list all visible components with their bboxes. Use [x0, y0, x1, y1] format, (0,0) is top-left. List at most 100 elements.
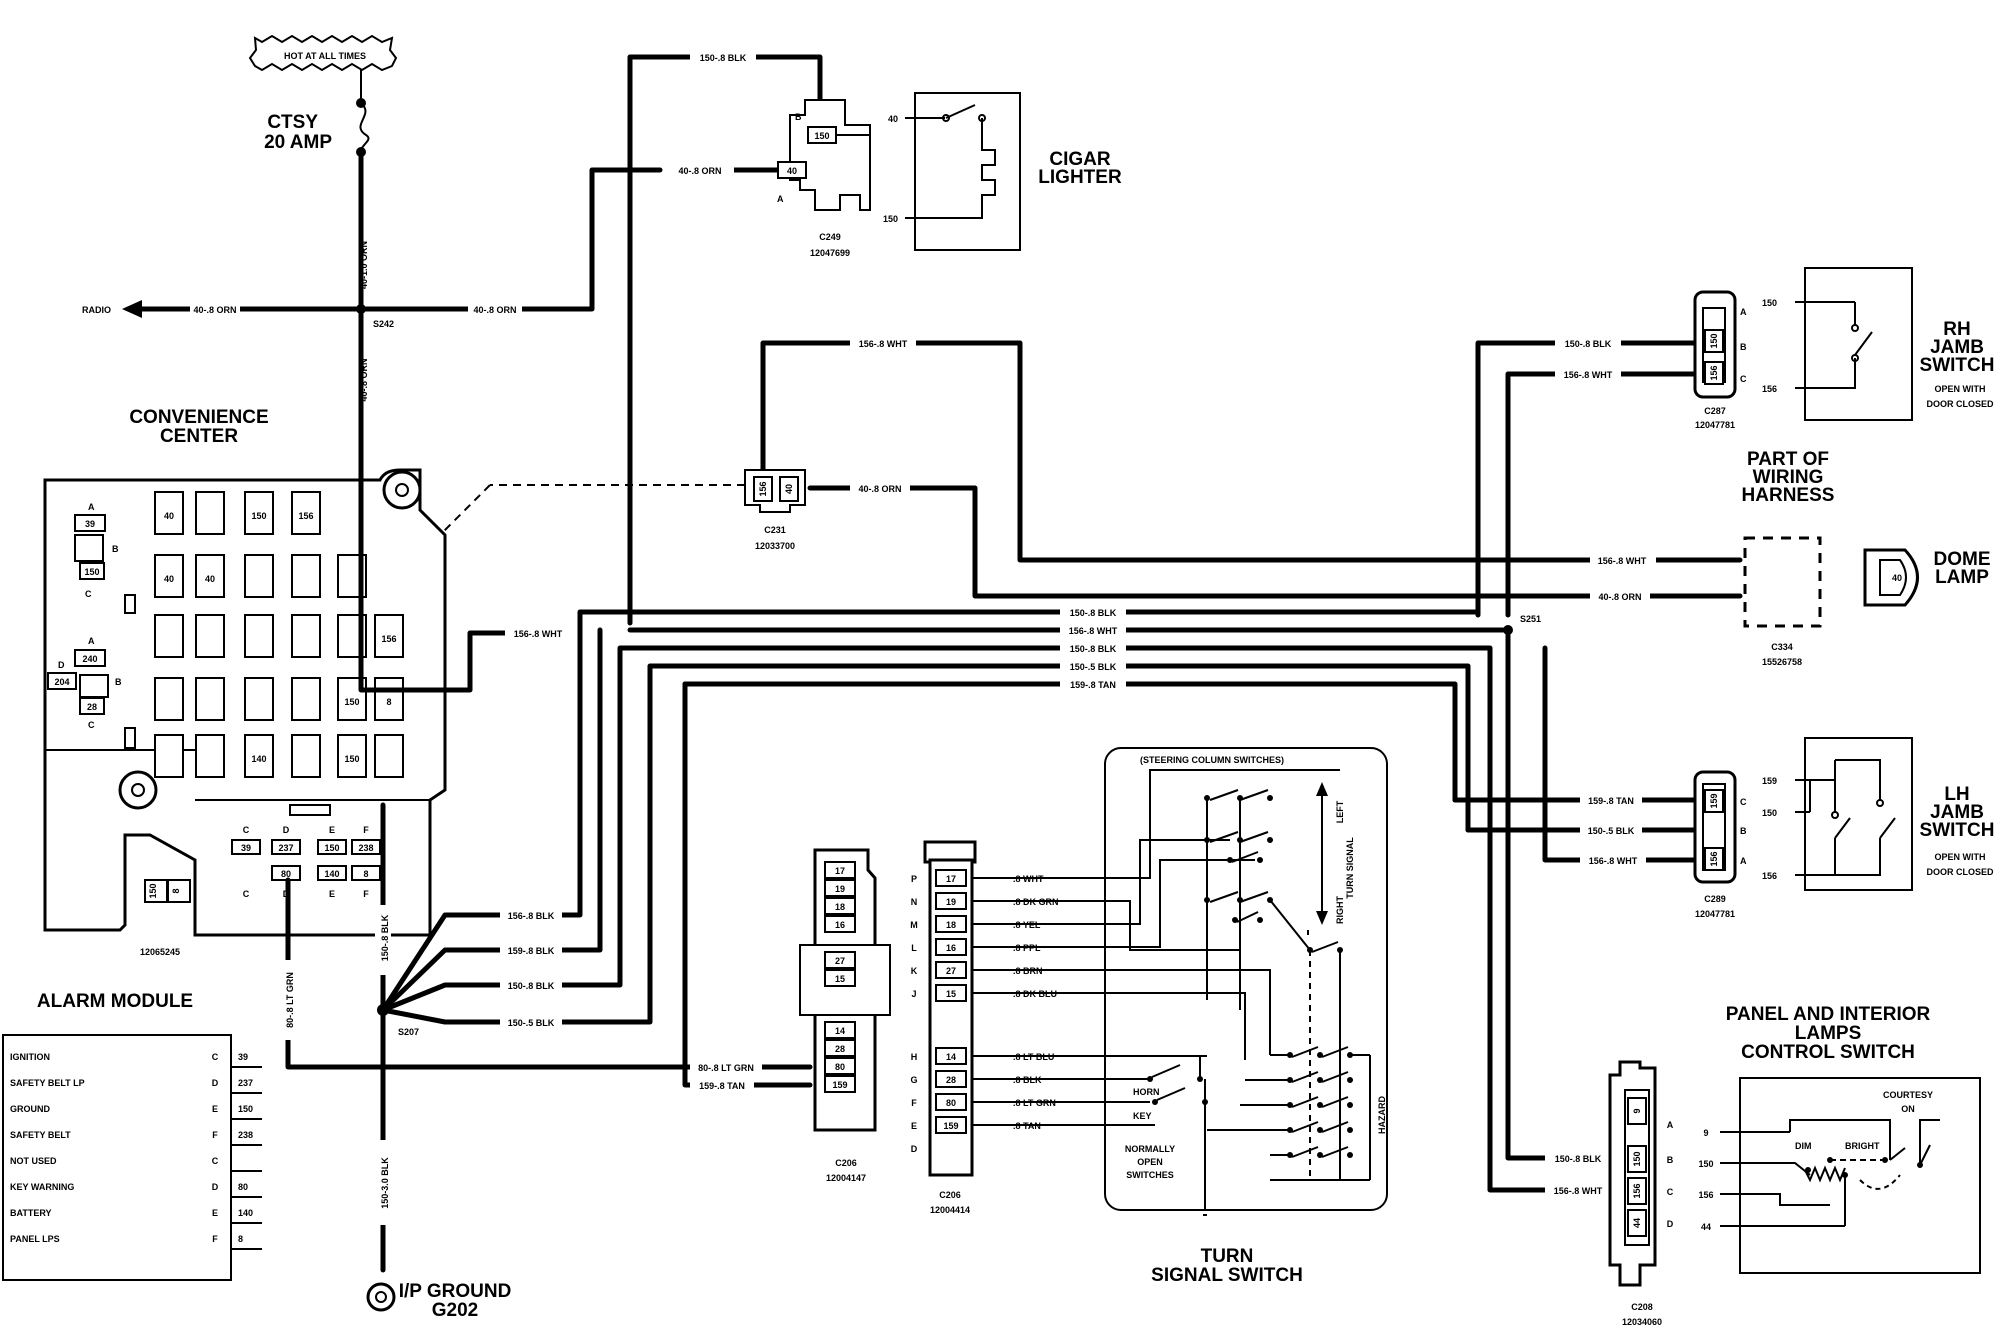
alarm-row-name: NOT USED	[10, 1156, 57, 1166]
cc-title-2: CENTER	[160, 426, 238, 447]
c289-name: C289	[1704, 894, 1726, 904]
c206a-cell: 16	[835, 920, 845, 930]
wire-label: 40-.8 ORN	[1598, 592, 1641, 602]
courtesy-label-2: ON	[1901, 1104, 1915, 1114]
wire-label: 156-.8 WHT	[1589, 856, 1638, 866]
harness-title-1: PART OF	[1747, 449, 1829, 470]
wire-label: 156-.8 WHT	[1554, 1186, 1603, 1196]
normally-open-label-1: NORMALLY	[1125, 1144, 1175, 1154]
alarm-row-circuit: 39	[238, 1052, 248, 1062]
c249-pin-a: A	[777, 194, 784, 204]
turn-signal-label: TURN SIGNAL	[1345, 837, 1355, 899]
wire-label: 150-.8 BLK	[1565, 339, 1612, 349]
wire-label: 80-.8 LT GRN	[698, 1063, 754, 1073]
c206b-cell: 27	[946, 966, 956, 976]
connector-c289: 159 156 C B A C289 12047781	[1693, 770, 1747, 919]
wire-label: 40-.8 ORN	[678, 166, 721, 176]
wire-label: 40-.8 ORN	[858, 484, 901, 494]
c206b-cell: 17	[946, 874, 956, 884]
wire-label: 150-.5 BLK	[508, 1018, 555, 1028]
cc-letter: A	[88, 636, 95, 646]
c206b-cell: 159	[943, 1121, 958, 1131]
panel-circuit: 150	[1698, 1159, 1713, 1169]
c231-cell-40: 40	[784, 484, 794, 494]
panel-circuit: 44	[1701, 1222, 1711, 1232]
cc-cell-240: 240	[82, 654, 97, 664]
c206b-letter: H	[911, 1052, 918, 1062]
panel-title-1: PANEL AND INTERIOR	[1726, 1004, 1931, 1025]
wire-label: 156-.8 WHT	[1564, 370, 1613, 380]
c206b-cell: 28	[946, 1075, 956, 1085]
cigar-terminal-40: 40	[888, 114, 898, 124]
ctsy-fuse: CTSY 20 AMP	[264, 70, 370, 157]
rh-jamb-switch: 150 156 RH JAMB SWITCH OPEN WITH DOOR CL…	[1762, 267, 1995, 421]
c206b-name: C206	[939, 1190, 961, 1200]
right-label: RIGHT	[1335, 896, 1345, 925]
rh-note-2: DOOR CLOSED	[1926, 399, 1994, 409]
fuse-block: 40 40 40 150 156 156 150 8 150 140	[154, 491, 404, 778]
c206b-cell: 14	[946, 1052, 956, 1062]
turn-signal-contacts	[1204, 789, 1343, 1180]
c206b-letter: F	[911, 1098, 917, 1108]
cc-letter: C	[88, 720, 95, 730]
c289-pin-c: C	[1740, 797, 1747, 807]
direction-arrows: LEFT TURN SIGNAL RIGHT	[1316, 782, 1355, 925]
fuse-label: 156	[298, 511, 313, 521]
c206-wire: .8 PPL	[1013, 943, 1041, 953]
c208-pin: B	[1667, 1155, 1674, 1165]
alarm-row-pin: D	[212, 1182, 219, 1192]
hazard-contacts: HAZARD	[1207, 1010, 1387, 1181]
rh-title-3: SWITCH	[1920, 355, 1995, 376]
alarm-row-name: KEY WARNING	[10, 1182, 74, 1192]
c206-wire: .8 YEL	[1013, 920, 1041, 930]
c231-name: C231	[764, 525, 786, 535]
harness-title-2: WIRING	[1753, 467, 1824, 488]
harness-title-3: HARNESS	[1742, 485, 1835, 506]
cc-bottom-letter: C	[243, 889, 250, 899]
fuse-label: 40	[205, 574, 215, 584]
cc-letter: B	[115, 677, 122, 687]
panel-lamps-switch: PANEL AND INTERIOR LAMPS CONTROL SWITCH …	[1698, 1004, 1981, 1274]
wire-label: 150-.5 BLK	[1070, 662, 1117, 672]
courtesy-label-1: COURTESY	[1883, 1090, 1933, 1100]
cc-title-1: CONVENIENCE	[129, 407, 268, 428]
hot-at-all-times-label: HOT AT ALL TIMES	[248, 34, 398, 72]
c206a-cell: 28	[835, 1044, 845, 1054]
c289-pin-a: A	[1740, 856, 1747, 866]
alarm-row-name: SAFETY BELT	[10, 1130, 71, 1140]
fuse-label: 40	[164, 574, 174, 584]
ground-title-1: I/P GROUND	[399, 1281, 512, 1302]
wire-label: 80-.8 LT GRN	[285, 972, 295, 1028]
cc-bottom-cell: 238	[358, 843, 373, 853]
dome-cell: 40	[1892, 573, 1902, 583]
c206b-cell: 80	[946, 1098, 956, 1108]
c287-cell-150: 150	[1709, 333, 1719, 348]
c206a-cell: 18	[835, 902, 845, 912]
hot-at-all-times-text: HOT AT ALL TIMES	[284, 51, 366, 61]
alarm-row-name: IGNITION	[10, 1052, 50, 1062]
cc-letter: A	[88, 502, 95, 512]
c206b-cell: 15	[946, 989, 956, 999]
wire-label: 150-.8 BLK	[700, 53, 747, 63]
c206a-cell: 159	[832, 1080, 847, 1090]
c206a-cell: 80	[835, 1062, 845, 1072]
c206-output-wires: .8 WHT .8 DK GRN .8 YEL .8 PPL .8 BRN .8…	[972, 874, 1105, 1131]
blk-150-top-run: 150-.8 BLK	[627, 50, 823, 626]
s207-ground: 150-.8 BLK 150-3.0 BLK S207 I/P GROUND G…	[366, 609, 673, 1321]
lh-terminal-159: 159	[1762, 776, 1777, 786]
rh-title-1: RH	[1943, 319, 1970, 340]
c206a-cell: 15	[835, 974, 845, 984]
wire-label: 150-.5 BLK	[1588, 826, 1635, 836]
c206-wire: .8 LT BLU	[1013, 1052, 1054, 1062]
rh-terminal-156: 156	[1762, 384, 1777, 394]
key-label: KEY	[1133, 1111, 1152, 1121]
cc-letter: D	[58, 660, 65, 670]
c206-wire: .8 BLK	[1013, 1075, 1042, 1085]
c208-cell: 156	[1632, 1183, 1642, 1198]
c249-cell-150: 150	[814, 131, 829, 141]
cc-bottom-letter: F	[363, 825, 369, 835]
cigar-title-1: CIGAR	[1049, 149, 1111, 170]
c206b-cell: 16	[946, 943, 956, 953]
wire-label: 150-.8 BLK	[1555, 1154, 1602, 1164]
